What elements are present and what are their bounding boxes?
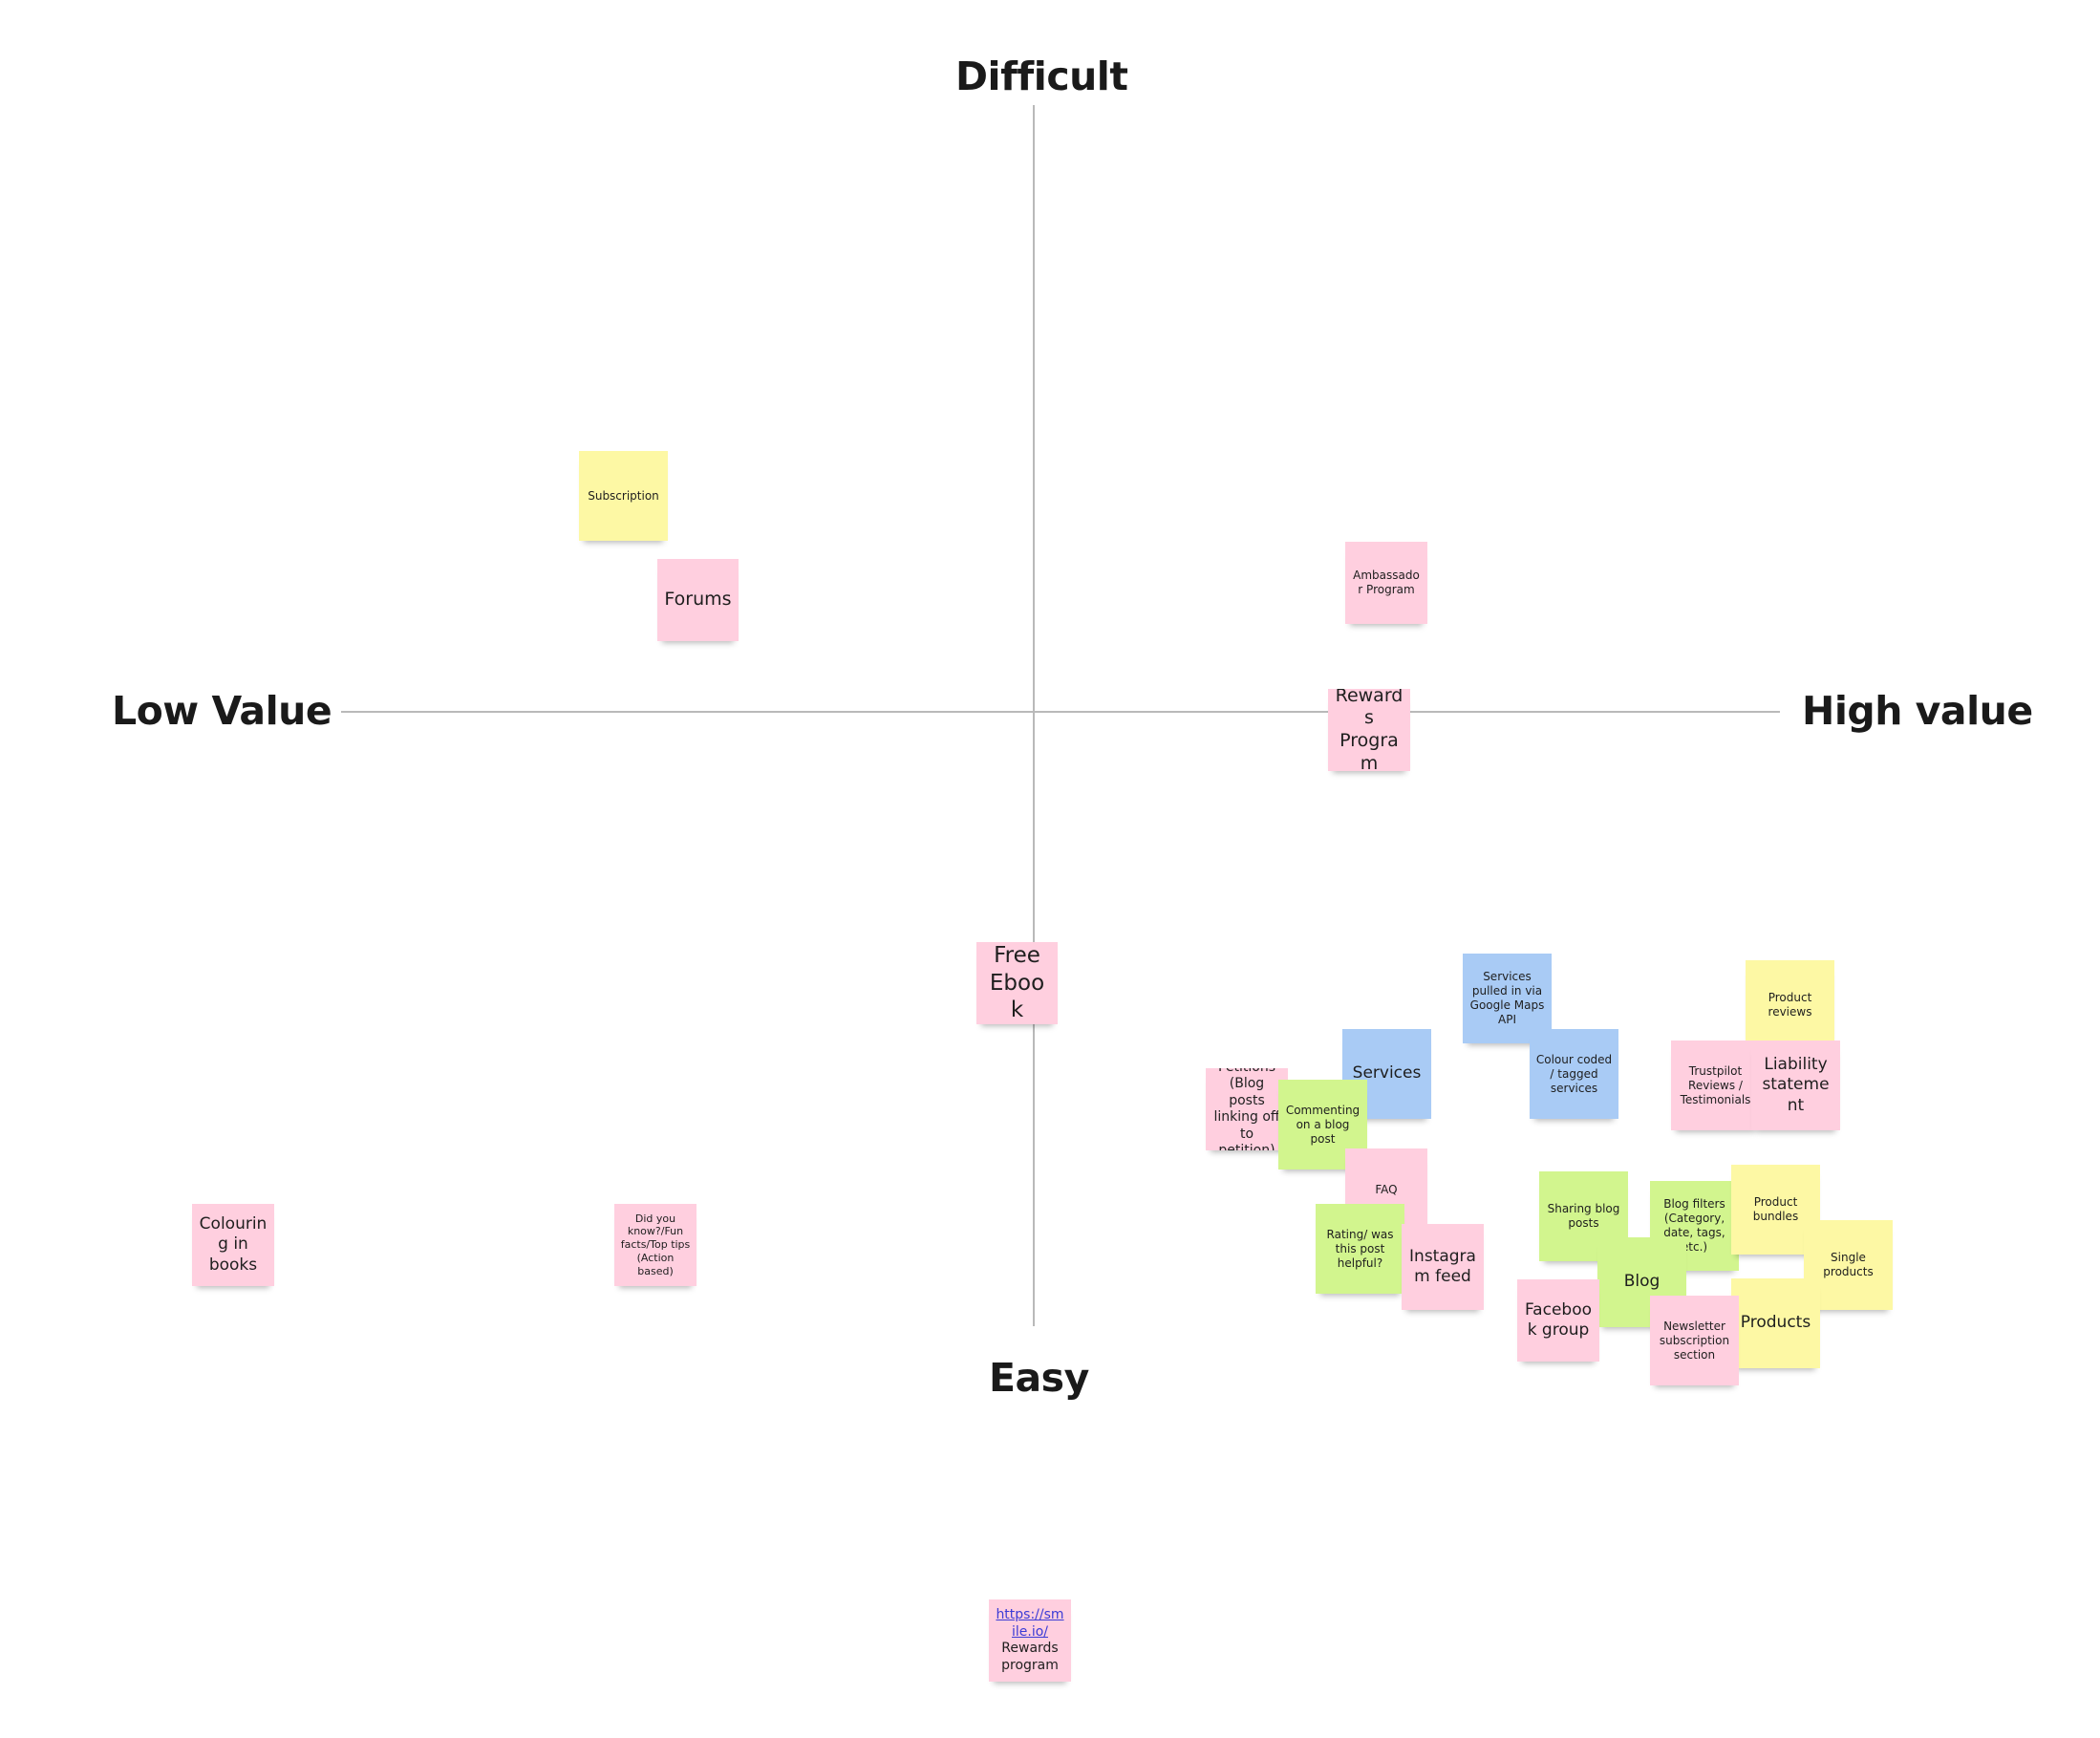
sticky-note-text: Facebook group — [1524, 1299, 1593, 1340]
sticky-note-text: Colour coded / tagged services — [1535, 1052, 1613, 1095]
sticky-note-text: Rating/ was this post helpful? — [1326, 1227, 1394, 1270]
horizontal-axis-line — [341, 711, 1780, 713]
sticky-note-newsletter-subscription[interactable]: Newsletter subscription section — [1650, 1296, 1739, 1385]
vertical-axis-line — [1033, 105, 1035, 1326]
sticky-note-text: Colouring in books — [199, 1214, 268, 1275]
sticky-note-text: Free Ebook — [989, 942, 1045, 1023]
sticky-note-text: Product reviews — [1768, 991, 1812, 1019]
sticky-note-facebook-group[interactable]: Facebook group — [1517, 1279, 1599, 1362]
sticky-note-text: Instagram feed — [1409, 1246, 1476, 1286]
sticky-note-text: Did you know?/Fun facts/Top tips (Action… — [620, 1212, 691, 1277]
sticky-note-rewards-program[interactable]: Rewards Program — [1328, 689, 1410, 771]
sticky-note-sharing-blog-posts[interactable]: Sharing blog posts — [1539, 1171, 1628, 1261]
sticky-note-did-you-know[interactable]: Did you know?/Fun facts/Top tips (Action… — [614, 1204, 696, 1286]
sticky-note-services-google-maps[interactable]: Services pulled in via Google Maps API — [1463, 954, 1552, 1043]
sticky-note-petitions[interactable]: Petitions (Blog posts linking off to pet… — [1206, 1068, 1288, 1150]
sticky-note-colour-coded-services[interactable]: Colour coded / tagged services — [1530, 1029, 1618, 1119]
sticky-note-blog-filters[interactable]: Blog filters (Category, date, tags, etc.… — [1650, 1181, 1739, 1271]
sticky-note-instagram-feed[interactable]: Instagram feed — [1402, 1224, 1484, 1310]
sticky-note-subscription[interactable]: Subscription — [579, 451, 668, 541]
sticky-note-smile-io-rewards[interactable]: https://smile.io/ Rewards program — [989, 1599, 1071, 1682]
sticky-note-rating-was-this-helpful[interactable]: Rating/ was this post helpful? — [1316, 1204, 1404, 1294]
sticky-note-text: Trustpilot Reviews / Testimonials — [1680, 1063, 1751, 1106]
sticky-note-text: Services — [1352, 1063, 1422, 1084]
smile-io-link[interactable]: https://smile.io/ — [996, 1607, 1064, 1640]
sticky-note-text: Petitions (Blog posts linking off to pet… — [1213, 1068, 1280, 1150]
sticky-note-services[interactable]: Services — [1342, 1029, 1431, 1119]
sticky-note-text: Services pulled in via Google Maps API — [1469, 970, 1545, 1026]
sticky-note-text: FAQ — [1375, 1182, 1398, 1196]
sticky-note-text: Newsletter subscription section — [1659, 1319, 1730, 1362]
sticky-note-text: Blog filters (Category, date, tags, etc.… — [1663, 1197, 1725, 1254]
sticky-note-single-products[interactable]: Single products — [1804, 1220, 1893, 1310]
sticky-note-text: Liability statement — [1762, 1055, 1830, 1115]
sticky-note-text: Rewards program — [1001, 1641, 1059, 1673]
sticky-note-text: Products — [1740, 1313, 1811, 1333]
sticky-note-text: Rewards Program — [1335, 689, 1404, 771]
axis-label-high-value: High value — [1802, 688, 2033, 734]
axis-label-easy: Easy — [989, 1355, 1089, 1401]
sticky-note-text: Commenting on a blog post — [1285, 1103, 1361, 1146]
sticky-note-product-reviews[interactable]: Product reviews — [1746, 960, 1834, 1050]
sticky-note-text: Subscription — [588, 488, 659, 503]
sticky-note-text: Single products — [1823, 1251, 1874, 1278]
sticky-note-trustpilot-reviews[interactable]: Trustpilot Reviews / Testimonials — [1671, 1041, 1760, 1130]
sticky-note-commenting-on-blog-post[interactable]: Commenting on a blog post — [1278, 1080, 1367, 1169]
sticky-note-products[interactable]: Products — [1731, 1278, 1820, 1368]
sticky-note-liability-statement[interactable]: Liability statement — [1751, 1041, 1840, 1130]
sticky-note-text: Forums — [664, 589, 732, 611]
sticky-note-text: Ambassador Program — [1353, 569, 1420, 596]
sticky-note-free-ebook[interactable]: Free Ebook — [976, 942, 1058, 1024]
sticky-note-ambassador-program[interactable]: Ambassador Program — [1345, 542, 1427, 624]
sticky-note-text: Blog — [1623, 1272, 1661, 1292]
axis-label-low-value: Low Value — [112, 688, 332, 734]
sticky-note-colouring-in-books[interactable]: Colouring in books — [192, 1204, 274, 1286]
sticky-note-text: Sharing blog posts — [1547, 1202, 1620, 1230]
axis-label-difficult: Difficult — [955, 54, 1128, 99]
sticky-note-forums[interactable]: Forums — [657, 559, 739, 641]
sticky-note-text: Product bundles — [1752, 1195, 1799, 1223]
